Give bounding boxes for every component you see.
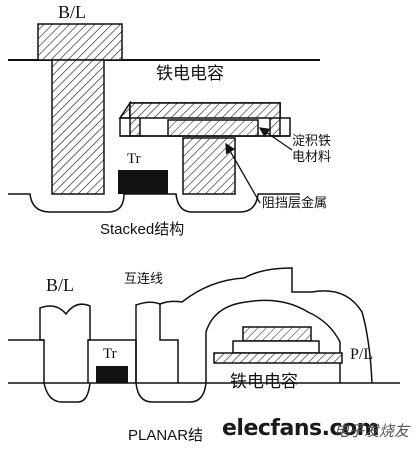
top-transistor-label: Tr (127, 151, 141, 167)
bottom-plate-line (213, 352, 343, 364)
top-storage-plug (182, 137, 236, 195)
bottom-capacitor-top-electrode (242, 326, 312, 342)
bottom-capacitor-ferro (232, 340, 320, 354)
watermark-site: elecfans.com (222, 416, 380, 441)
bottom-interconnect-inner (205, 299, 341, 383)
bottom-bitline-contact (39, 303, 91, 383)
stacked-structure (8, 23, 320, 213)
bottom-bitline-label: B/L (46, 275, 75, 295)
ferro-material-arrow (258, 127, 293, 151)
top-substrate (8, 193, 300, 213)
bottom-capacitor-label: 铁电电容 (230, 372, 298, 392)
barrier-arrow (225, 142, 261, 204)
planar-caption: PLANAR结 (128, 427, 204, 444)
bottom-transistor-gate (96, 366, 128, 383)
barrier-metal-label: 阻挡层金属 (262, 196, 328, 211)
watermark-brand: 电子发烧友 (334, 422, 410, 440)
plate-line-label: P/L (350, 346, 374, 363)
interconnect-label: 互连线 (124, 272, 164, 287)
bottom-interconnect-plug (135, 301, 179, 383)
planar-structure (8, 267, 400, 403)
top-transistor-gate (118, 170, 168, 194)
top-capacitor-frame (129, 102, 281, 119)
bottom-diffusion (43, 382, 207, 403)
top-capacitor-label: 铁电电容 (156, 64, 224, 84)
ferro-material-label: 淀积铁 电材料 (292, 134, 332, 165)
stacked-caption: Stacked结构 (100, 221, 185, 238)
top-ferro-plate (167, 119, 259, 137)
top-bitline-plug (51, 59, 105, 195)
bottom-interconnect-wire (159, 267, 373, 384)
top-bitline-cap (37, 23, 123, 61)
bottom-transistor-label: Tr (103, 346, 117, 362)
top-bitline-label: B/L (58, 2, 87, 22)
